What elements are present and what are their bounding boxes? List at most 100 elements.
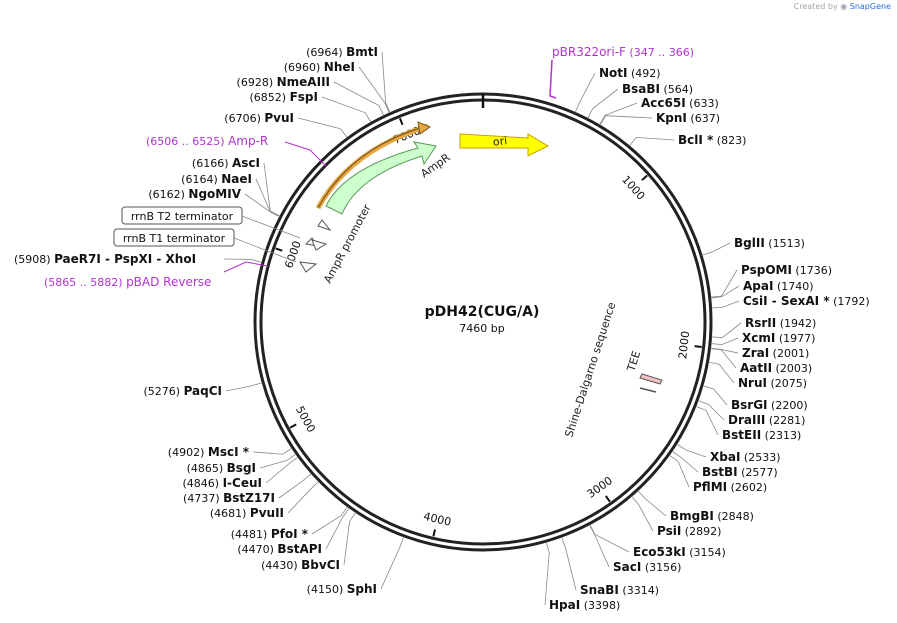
ampr-arrow [325, 141, 437, 215]
site-position: (4470) [237, 543, 277, 556]
svg-text:BclI * (823): BclI * (823) [678, 133, 746, 147]
svg-text:ZraI (2001): ZraI (2001) [742, 346, 809, 360]
restriction-site: ApaI (1740) [743, 279, 814, 293]
restriction-site: KpnI (637) [656, 111, 720, 125]
site-name: PsiI [657, 524, 681, 538]
restriction-site: (6164) NaeI [181, 172, 252, 186]
restriction-site: Acc65I (633) [641, 96, 719, 110]
site-position: (2313) [761, 429, 801, 442]
svg-text:ApaI (1740): ApaI (1740) [743, 279, 814, 293]
site-leader [631, 496, 654, 532]
svg-text:(4846) I-CeuI: (4846) I-CeuI [183, 476, 262, 490]
rrnb-t1-leader [233, 237, 297, 263]
tee-label: TEE [624, 349, 643, 374]
svg-text:XcmI (1977): XcmI (1977) [742, 331, 815, 345]
snapgene-logo-icon: ◉ [840, 2, 848, 11]
site-leader [321, 96, 372, 123]
site-name: Eco53kI [633, 545, 686, 559]
site-leader [599, 102, 638, 125]
tick-label: 3000 [585, 474, 615, 501]
site-name: AatII [740, 361, 772, 375]
svg-text:BstBI (2577): BstBI (2577) [702, 465, 778, 479]
site-leader [259, 453, 297, 469]
restriction-site: PsiI (2892) [657, 524, 721, 538]
tick-label: 2000 [676, 330, 692, 359]
site-name: KpnI [656, 111, 687, 125]
site-position: (564) [660, 83, 693, 96]
site-name: MscI [208, 445, 239, 459]
site-leader [671, 450, 699, 473]
restriction-site: (6852) FspI [250, 90, 318, 104]
tick-label: 1000 [619, 173, 647, 203]
site-leader [255, 178, 280, 217]
site-leader [710, 337, 739, 346]
restriction-site: HpaI (3398) [549, 598, 620, 612]
rrnb-t1-label: rrnB T1 terminator [123, 232, 226, 245]
site-leader [589, 524, 630, 553]
site-position: (637) [687, 112, 720, 125]
site-name: PflMI [693, 480, 727, 494]
restriction-site: (4846) I-CeuI [183, 476, 262, 490]
restriction-site: BglII (1513) [734, 236, 805, 250]
site-name: Acc65I [641, 96, 686, 110]
restriction-site: XbaI (2533) [710, 450, 780, 464]
site-position: (1513) [765, 237, 805, 250]
rrnb-t2-label: rrnB T2 terminator [131, 210, 234, 223]
restriction-site: NruI (2075) [738, 376, 807, 390]
site-position: (5908) [14, 253, 54, 266]
site-leader [589, 524, 610, 568]
site-position: (823) [713, 134, 746, 147]
site-position: (2577) [738, 466, 778, 479]
svg-text:(4430) BbvCI: (4430) BbvCI [261, 558, 340, 572]
site-position: (492) [628, 67, 661, 80]
site-leader [311, 506, 348, 535]
restriction-site: (4865) BsgI [187, 461, 256, 475]
restriction-site: DraIII (2281) [728, 413, 805, 427]
tick-mark [605, 495, 611, 503]
site-star: * [819, 294, 830, 308]
site-position: (2848) [714, 510, 754, 523]
primer-name: pBR322ori-F [552, 45, 626, 59]
restriction-site: (4481) PfoI * [231, 527, 309, 541]
site-name: HpaI [549, 598, 580, 612]
terminator-t2-shape [311, 239, 328, 251]
svg-text:NruI (2075): NruI (2075) [738, 376, 807, 390]
site-name: BstEII [722, 428, 761, 442]
site-name: BbvCI [301, 558, 340, 572]
restriction-site: PflMI (2602) [693, 480, 767, 494]
tick-mark [289, 423, 297, 429]
svg-text:(6162) NgoMIV: (6162) NgoMIV [148, 187, 241, 201]
site-name: SnaBI [580, 583, 619, 597]
site-position: (6706) [224, 112, 264, 125]
site-leader [587, 88, 619, 119]
primer-pbr322ori-f: pBR322ori-F (347 .. 366) [552, 45, 694, 59]
site-leader [599, 115, 653, 126]
rrnb-t2-leader [241, 215, 301, 239]
shine-dalgarno-feature [639, 387, 657, 393]
site-leader [278, 473, 312, 499]
multi-restriction-site: (5908) PaeR7I - PspXI - XhoI [14, 252, 196, 266]
restriction-site: (6706) PvuI [224, 111, 294, 125]
site-position: (633) [686, 97, 719, 110]
svg-text:AatII (2003): AatII (2003) [740, 361, 812, 375]
site-name: AscI [232, 156, 260, 170]
site-position: (4481) [231, 528, 271, 541]
site-name: XcmI [742, 331, 775, 345]
site-name: DraIII [728, 413, 765, 427]
site-name: BsaBI [622, 82, 660, 96]
site-position: (2075) [767, 377, 807, 390]
site-name: PvuII [250, 506, 284, 520]
svg-text:(4902) MscI *: (4902) MscI * [168, 445, 250, 459]
tick-label: 6000 [282, 239, 304, 270]
site-position: (1740) [773, 280, 813, 293]
site-name: FspI [290, 90, 318, 104]
site-name: BclI [678, 133, 703, 147]
site-leader [252, 447, 293, 455]
svg-text:BsrGI (2200): BsrGI (2200) [731, 398, 808, 412]
site-position: (4150) [307, 583, 347, 596]
site-position: (6162) [148, 188, 188, 201]
tick-mark [398, 117, 404, 126]
site-position: (2533) [740, 451, 780, 464]
site-position: (4846) [183, 477, 223, 490]
site-name: PfoI [271, 527, 298, 541]
